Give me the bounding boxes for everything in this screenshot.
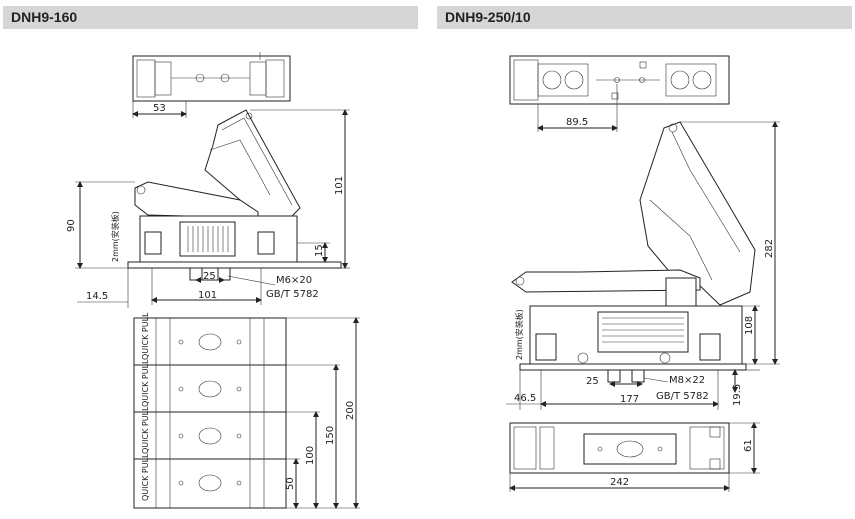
section-title: DNH9-250/10	[445, 9, 531, 25]
section-header-dnh9-160: DNH9-160	[3, 6, 418, 29]
standard-right: GB/T 5782	[656, 391, 709, 402]
left-front-view: QUICK PULL QUICK PULL QUICK PULL QUICK P…	[133, 312, 287, 509]
dim-200: 200	[345, 401, 356, 420]
quick-pull-label-1: QUICK PULL	[141, 312, 150, 360]
left-side-view	[127, 109, 342, 281]
mount-plate-label: 2mm(安装板)	[110, 211, 120, 262]
dim-108: 108	[744, 316, 755, 335]
dim-61: 61	[743, 439, 754, 452]
quick-pull-label-2: QUICK PULL	[141, 359, 150, 407]
dim-89-5: 89.5	[566, 117, 588, 128]
dim-50: 50	[285, 477, 296, 490]
dim-282: 282	[764, 239, 775, 258]
dim-14-5: 14.5	[86, 291, 108, 302]
dim-150: 150	[325, 426, 336, 445]
mount-plate-label-right: 2mm(安装板)	[514, 309, 524, 360]
dim-25-right: 25	[586, 376, 599, 387]
dim-15: 15	[314, 244, 325, 257]
right-top-view	[509, 55, 730, 105]
dim-101-width: 101	[198, 290, 217, 301]
dim-25-left: 25	[203, 271, 216, 282]
dim-177: 177	[620, 394, 639, 405]
bolt-spec-right: M8×22	[669, 375, 705, 386]
section-header-dnh9-250: DNH9-250/10	[437, 6, 852, 29]
dim-101-height: 101	[334, 176, 345, 195]
dim-100: 100	[305, 446, 316, 465]
section-title: DNH9-160	[11, 9, 78, 25]
left-top-view	[132, 52, 291, 102]
quick-pull-label-3: QUICK PULL	[141, 406, 150, 454]
dim-53: 53	[153, 103, 166, 114]
dim-90: 90	[66, 219, 77, 232]
dim-242: 242	[610, 477, 629, 488]
dim-19-5: 19.5	[732, 384, 743, 406]
standard-left: GB/T 5782	[266, 289, 319, 300]
bolt-spec-left: M6×20	[276, 275, 312, 286]
quick-pull-label-4: QUICK PULL	[141, 453, 150, 501]
right-bottom-view	[509, 422, 730, 474]
dim-46-5: 46.5	[514, 393, 536, 404]
right-side-view	[511, 121, 756, 383]
